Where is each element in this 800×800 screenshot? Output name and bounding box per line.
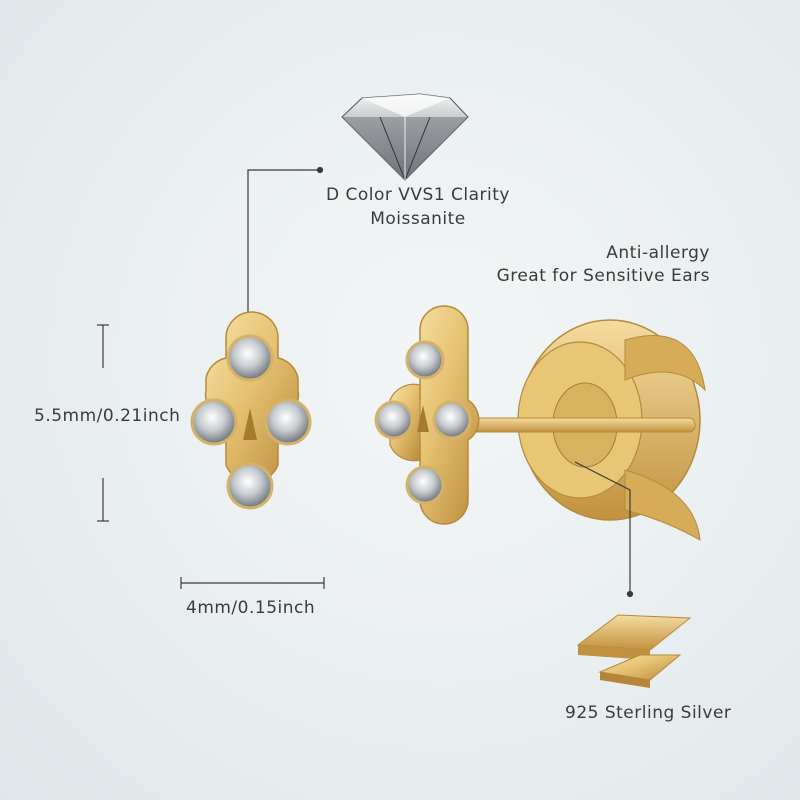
gold-bar-icon: [576, 614, 692, 688]
stone-label-line2: Moissanite: [370, 209, 466, 229]
allergy-label-line2: Great for Sensitive Ears: [496, 266, 710, 286]
stone-label-line1: D Color VVS1 Clarity: [325, 185, 510, 205]
height-label: 5.5mm/0.21inch: [34, 406, 181, 426]
width-dimension-marker: [180, 577, 325, 589]
height-dimension-marker: [97, 324, 109, 522]
earring-side-view: [374, 305, 706, 541]
earring-front-view: [190, 311, 312, 510]
diamond-icon: [341, 93, 469, 181]
width-label: 4mm/0.15inch: [186, 598, 316, 618]
material-label: 925 Sterling Silver: [565, 703, 732, 723]
material-pointer-line: [574, 461, 634, 598]
allergy-label-line1: Anti-allergy: [606, 243, 710, 263]
stone-pointer-line: [247, 166, 324, 358]
